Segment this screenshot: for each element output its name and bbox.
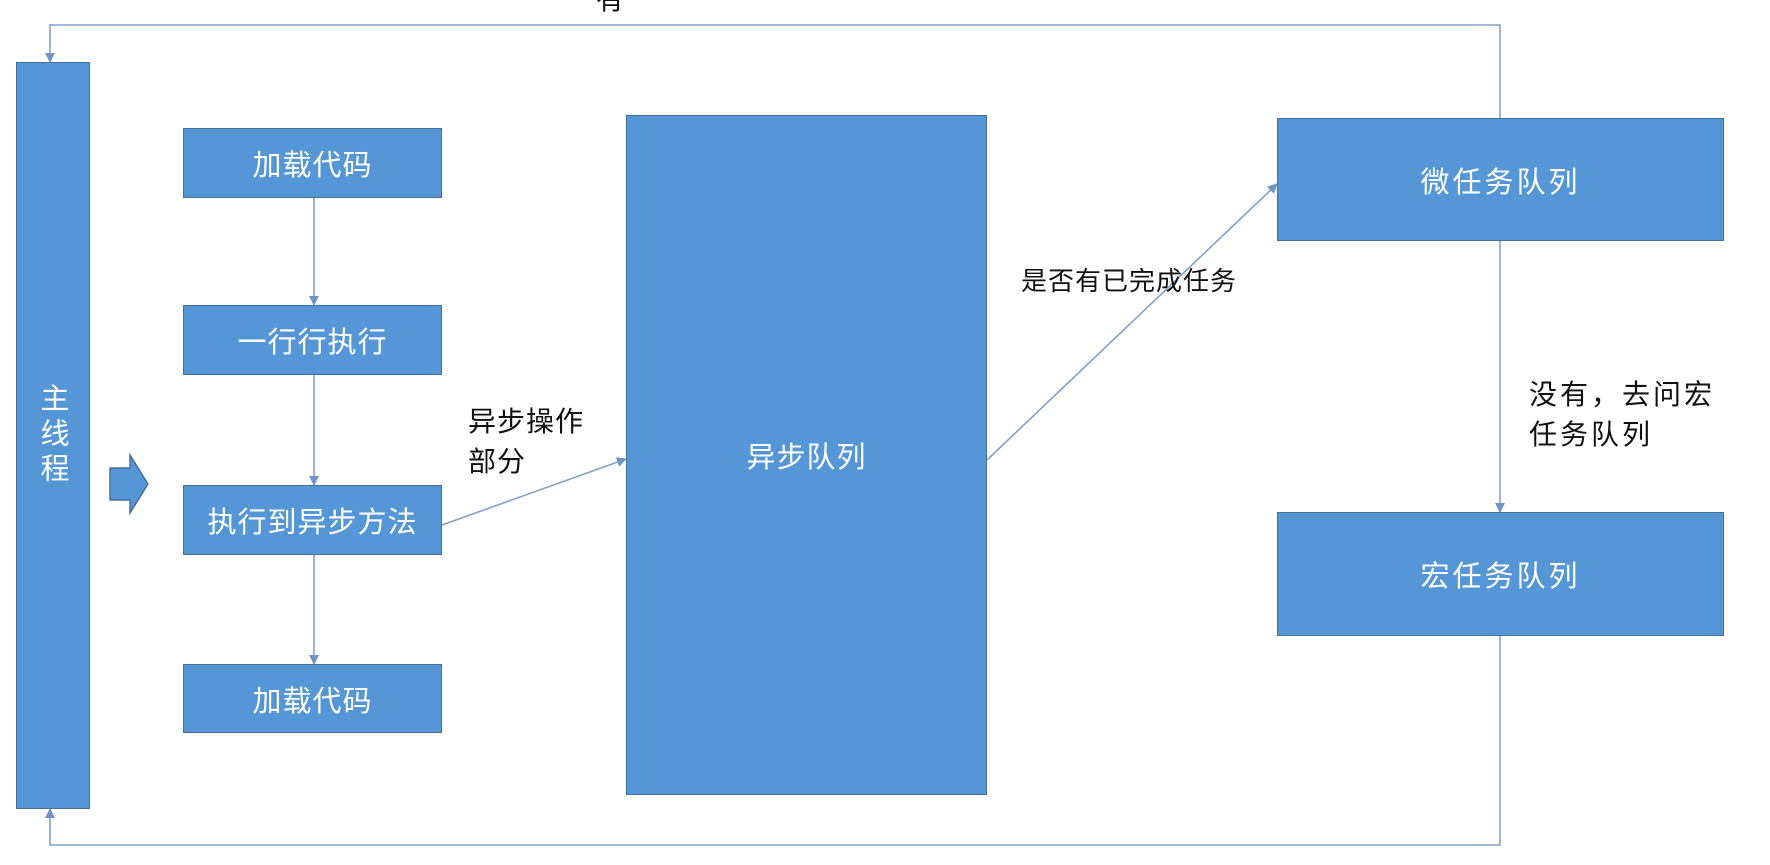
- main-thread-box: 主线程: [16, 62, 90, 809]
- main-thread-label: 主线程: [36, 383, 70, 488]
- step-load-code-box-2: 加载代码: [183, 664, 442, 733]
- step-label: 执行到异步方法: [207, 505, 418, 539]
- label-yes: 有: [596, 0, 625, 20]
- step-label: 加载代码: [252, 148, 373, 182]
- label-line: 异步操作: [468, 405, 585, 438]
- step-label: 加载代码: [252, 683, 373, 718]
- label-async-part: 异步操作 部分: [468, 402, 584, 482]
- step-async-method-box: 执行到异步方法: [183, 485, 442, 555]
- arrow-yes-to-main-thread: [45, 24, 1501, 118]
- arrow-macro-to-main-thread: [45, 636, 1501, 846]
- async-queue-label: 异步队列: [746, 440, 867, 474]
- label-line: 任务队列: [1529, 418, 1654, 451]
- micro-queue-box: 微任务队列: [1277, 118, 1724, 241]
- label-no-ask-macro: 没有，去问宏 任务队列: [1529, 375, 1715, 455]
- async-queue-box: 异步队列: [626, 115, 987, 795]
- macro-queue-box: 宏任务队列: [1277, 512, 1724, 636]
- micro-queue-label: 微任务队列: [1420, 164, 1581, 199]
- step-load-code-box: 加载代码: [183, 128, 442, 198]
- arrow-to-async-queue: [441, 457, 627, 526]
- step-label: 一行行执行: [237, 325, 388, 359]
- macro-queue-label: 宏任务队列: [1420, 559, 1581, 593]
- block-arrow-icon: [109, 452, 149, 516]
- label-has-completed: 是否有已完成任务: [1021, 267, 1238, 297]
- arrow-to-micro-queue: [986, 183, 1278, 461]
- label-line: 没有，去问宏: [1529, 378, 1716, 411]
- label-line: 部分: [468, 445, 527, 478]
- step-line-by-line-box: 一行行执行: [183, 305, 442, 375]
